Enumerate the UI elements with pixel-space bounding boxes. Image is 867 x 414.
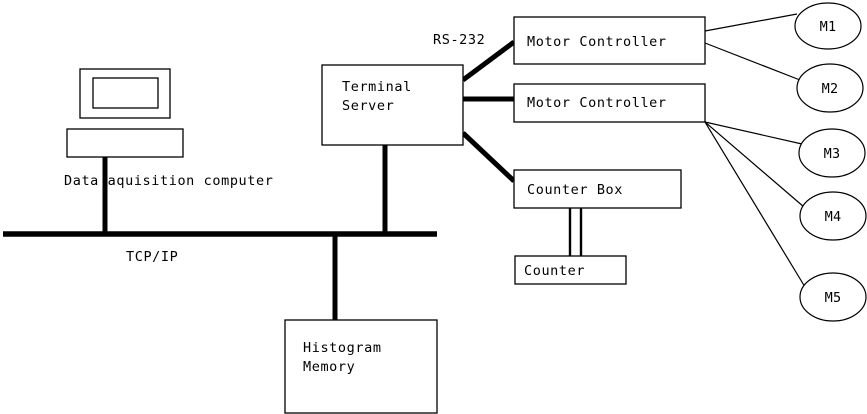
labels-layer: Data aquisition computer TCP/IP RS-232	[64, 32, 485, 265]
motor-m5[interactable]: M5	[799, 272, 867, 322]
motor-controller-1-box[interactable]	[513, 16, 706, 65]
terminal-server-to-motor-controller-1-link	[461, 39, 516, 83]
motor-controller-2-to-m3-link	[704, 121, 803, 145]
motor-controller-1-to-m1-link	[704, 13, 798, 32]
motor-controller-1-to-m2-link	[704, 42, 801, 81]
terminal-server-to-counter-box-link	[461, 131, 516, 183]
motor-m5-ellipse[interactable]	[799, 272, 867, 322]
motor-m3-ellipse[interactable]	[798, 128, 866, 178]
motor-controller-2-label: Motor Controller	[527, 95, 667, 111]
motor-controller-2-to-m4-link	[704, 121, 805, 208]
motor-m1-label: M1	[820, 19, 837, 35]
data-acquisition-computer[interactable]	[66, 68, 184, 158]
counter-box-label: Counter Box	[527, 182, 623, 198]
motor-controller-2[interactable]: Motor Controller	[513, 83, 706, 123]
monitor-screen	[92, 77, 159, 109]
terminal-server-label-line2: Server	[342, 98, 394, 114]
tcp-ip-label: TCP/IP	[126, 249, 178, 265]
motor-controller-2-to-m5-link	[704, 121, 806, 288]
histogram-memory-label-line2: Memory	[303, 359, 355, 375]
terminal-server-label-line1: Terminal	[342, 79, 412, 95]
motor-controller-2-box[interactable]	[513, 83, 706, 123]
counter-box-small[interactable]	[514, 255, 627, 285]
histogram-memory[interactable]: Histogram Memory	[284, 319, 438, 414]
motor-controller-1-label: Motor Controller	[527, 34, 667, 50]
counter-box[interactable]	[513, 169, 682, 209]
motor-m2-ellipse[interactable]	[796, 63, 864, 113]
terminal-server[interactable]: Terminal Server	[321, 64, 464, 146]
histogram-memory-label-line1: Histogram	[303, 340, 382, 356]
histogram-memory-box[interactable]	[284, 319, 438, 414]
motor-m3[interactable]: M3	[798, 128, 866, 178]
counter-group[interactable]: Counter	[514, 255, 627, 285]
data-acquisition-computer-label: Data aquisition computer	[64, 173, 273, 189]
motor-m5-label: M5	[825, 290, 842, 306]
motor-m4-label: M4	[825, 209, 842, 225]
motor-m4-ellipse[interactable]	[799, 191, 867, 241]
motor-controller-1[interactable]: Motor Controller	[513, 16, 706, 65]
counter-box-group[interactable]: Counter Box	[513, 169, 682, 209]
counter-label: Counter	[524, 263, 585, 279]
motor-m1[interactable]: M1	[794, 2, 862, 50]
motor-m1-ellipse[interactable]	[794, 2, 862, 50]
motor-m3-label: M3	[824, 146, 841, 162]
connections-layer	[3, 13, 806, 321]
motors-layer: M1 M2 M3 M4 M5	[794, 2, 867, 322]
computer-keyboard	[66, 128, 184, 158]
rs-232-label: RS-232	[433, 32, 485, 48]
motor-m2-label: M2	[822, 81, 839, 97]
motor-m2[interactable]: M2	[796, 63, 864, 113]
motor-m4[interactable]: M4	[799, 191, 867, 241]
terminal-server-box[interactable]	[321, 64, 464, 146]
